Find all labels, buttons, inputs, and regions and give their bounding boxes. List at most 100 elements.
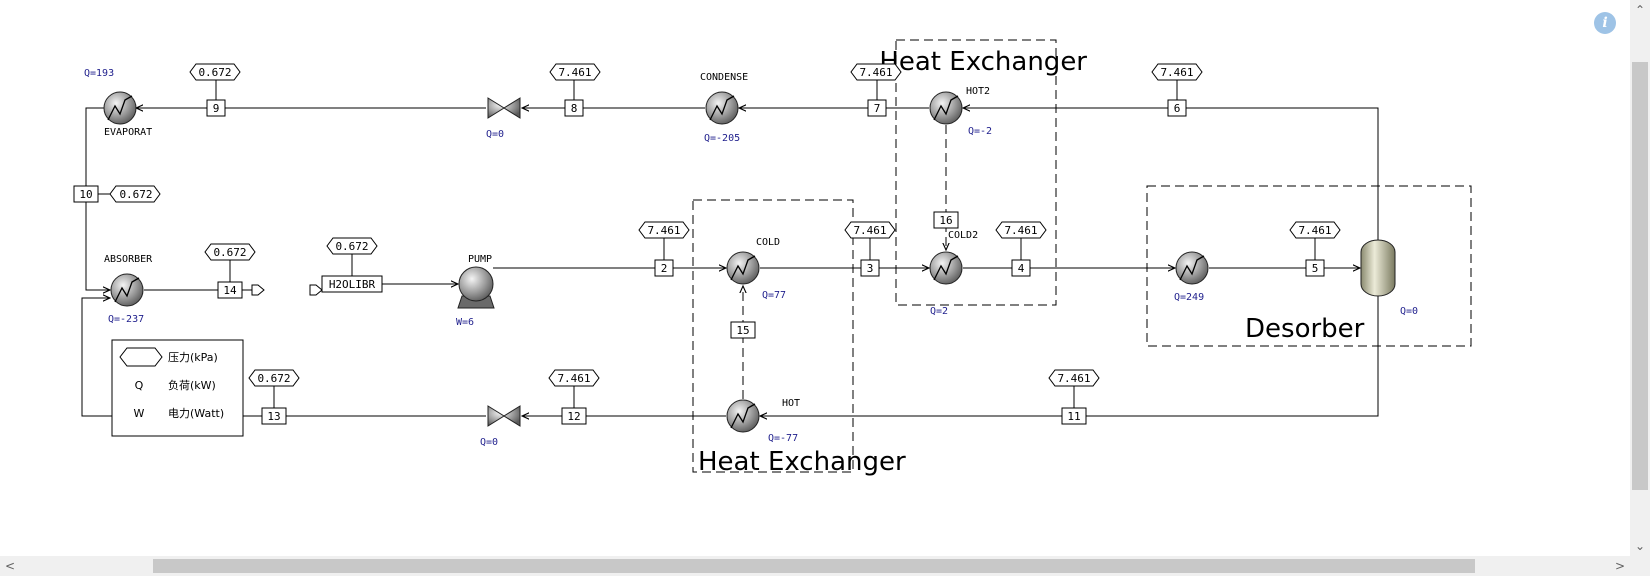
stream-id-14[interactable]: 14 <box>217 281 243 299</box>
svg-text:6: 6 <box>1174 102 1181 115</box>
svg-text:7.461: 7.461 <box>557 372 590 385</box>
svg-text:7.461: 7.461 <box>558 66 591 79</box>
svg-text:7.461: 7.461 <box>1160 66 1193 79</box>
pressure-tag-2[interactable]: 7.461 <box>638 221 690 260</box>
stream-id-8[interactable]: 8 <box>564 99 584 117</box>
pressure-tag-12[interactable]: 7.461 <box>548 369 600 408</box>
flowsheet-canvas[interactable]: Heat Exchanger Heat Exchanger Desorber <box>0 0 1630 556</box>
svg-text:13: 13 <box>267 410 280 423</box>
svg-text:0.672: 0.672 <box>257 372 290 385</box>
heat-exchanger-bottom-box <box>692 199 854 473</box>
pump-block[interactable] <box>457 266 495 309</box>
pressure-tag-3[interactable]: 7.461 <box>844 221 896 260</box>
evaporat-name: EVAPORAT <box>104 127 152 138</box>
stream-id-13[interactable]: 13 <box>261 407 287 425</box>
product-arrow-icon <box>251 284 265 296</box>
svg-text:7.461: 7.461 <box>1004 224 1037 237</box>
condense-duty: Q=-205 <box>704 133 740 144</box>
pressure-tag-7[interactable]: 7.461 <box>850 63 902 100</box>
svg-text:0.672: 0.672 <box>213 246 246 259</box>
svg-text:7.461: 7.461 <box>1298 224 1331 237</box>
valve-bottom-duty: Q=0 <box>480 437 498 448</box>
svg-text:3: 3 <box>867 262 874 275</box>
stream-id-6[interactable]: 6 <box>1167 99 1187 117</box>
legend-q-label: 负荷(kW) <box>168 378 216 392</box>
pressure-tag-6[interactable]: 7.461 <box>1151 63 1203 100</box>
svg-text:0.672: 0.672 <box>335 240 368 253</box>
info-icon[interactable]: i <box>1594 12 1616 34</box>
stream-6-line[interactable] <box>963 108 1379 240</box>
vertical-scrollbar[interactable]: ⌃ ⌄ <box>1630 0 1650 556</box>
stream-11-line[interactable] <box>760 296 1379 416</box>
svg-text:8: 8 <box>571 102 578 115</box>
absorber-block[interactable] <box>110 273 144 307</box>
desorber-box <box>1146 185 1472 347</box>
svg-text:7.461: 7.461 <box>1057 372 1090 385</box>
stream-id-4[interactable]: 4 <box>1011 259 1031 277</box>
svg-text:7.461: 7.461 <box>859 66 892 79</box>
svg-text:7.461: 7.461 <box>647 224 680 237</box>
pressure-tag-feed[interactable]: 0.672 <box>326 237 378 276</box>
legend-hexagon-icon <box>119 347 163 367</box>
condense-block[interactable] <box>705 91 739 125</box>
hot-block[interactable] <box>726 399 760 433</box>
evaporat-duty: Q=193 <box>84 68 114 79</box>
svg-text:0.672: 0.672 <box>198 66 231 79</box>
scroll-left-icon[interactable]: < <box>4 559 16 573</box>
heater-5-block[interactable] <box>1175 251 1209 285</box>
pump-duty: W=6 <box>456 317 474 328</box>
svg-text:16: 16 <box>939 214 952 227</box>
legend-pressure-label: 压力(kPa) <box>168 351 218 364</box>
stream-id-7[interactable]: 7 <box>867 99 887 117</box>
pressure-tag-4[interactable]: 7.461 <box>995 221 1047 260</box>
stream-id-9[interactable]: 9 <box>206 99 226 117</box>
scroll-down-icon[interactable]: ⌄ <box>1634 539 1646 553</box>
hot-name: HOT <box>782 398 800 409</box>
stream-id-16[interactable]: 16 <box>933 211 959 229</box>
flash-duty: Q=0 <box>1400 306 1418 317</box>
scroll-up-icon[interactable]: ⌃ <box>1634 3 1646 17</box>
pressure-tag-13[interactable]: 0.672 <box>248 369 300 408</box>
heat-exchanger-top-label: Heat Exchanger <box>879 47 1087 77</box>
stream-id-11[interactable]: 11 <box>1061 407 1087 425</box>
desorber-flash-vessel[interactable] <box>1360 239 1396 297</box>
legend-w-label: 电力(Watt) <box>168 407 224 420</box>
hot-duty: Q=-77 <box>768 433 798 444</box>
vertical-scroll-thumb[interactable] <box>1632 62 1648 490</box>
stream-id-3[interactable]: 3 <box>860 259 880 277</box>
stream-id-5[interactable]: 5 <box>1305 259 1325 277</box>
cold-block[interactable] <box>726 251 760 285</box>
stream-id-15[interactable]: 15 <box>730 321 756 339</box>
pressure-tag-8[interactable]: 7.461 <box>549 63 601 100</box>
legend-box: 压力(kPa) Q 负荷(kW) W 电力(Watt) <box>111 339 244 437</box>
pressure-tag-14[interactable]: 0.672 <box>204 243 256 282</box>
hot2-block[interactable] <box>929 91 963 125</box>
cold-duty: Q=77 <box>762 290 786 301</box>
stream-id-12[interactable]: 12 <box>561 407 587 425</box>
horizontal-scrollbar[interactable]: < > <box>0 556 1630 576</box>
valve-bottom-block[interactable] <box>487 405 521 427</box>
stream-id-10[interactable]: 10 <box>73 185 99 203</box>
valve-top-block[interactable] <box>487 97 521 119</box>
pressure-tag-11[interactable]: 7.461 <box>1048 369 1100 408</box>
cold2-block[interactable] <box>929 251 963 285</box>
evaporat-block[interactable] <box>103 91 137 125</box>
pressure-tag-10[interactable]: 0.672 <box>98 185 161 203</box>
feed-arrow-icon <box>309 284 323 296</box>
condense-name: CONDENSE <box>700 72 748 83</box>
valve-top-duty: Q=0 <box>486 129 504 140</box>
svg-text:15: 15 <box>736 324 749 337</box>
stream-id-2[interactable]: 2 <box>654 259 674 277</box>
svg-text:2: 2 <box>661 262 668 275</box>
absorber-duty: Q=-237 <box>108 314 144 325</box>
pressure-tag-5[interactable]: 7.461 <box>1289 221 1341 260</box>
svg-text:5: 5 <box>1312 262 1319 275</box>
legend-w-symbol: W <box>134 407 145 420</box>
scroll-right-icon[interactable]: > <box>1614 559 1626 573</box>
cold2-duty: Q=2 <box>930 306 948 317</box>
pressure-tag-9[interactable]: 0.672 <box>189 63 241 100</box>
svg-text:14: 14 <box>223 284 237 297</box>
horizontal-scroll-thumb[interactable] <box>153 559 1475 573</box>
hot2-duty: Q=-2 <box>968 126 992 137</box>
svg-text:4: 4 <box>1018 262 1025 275</box>
